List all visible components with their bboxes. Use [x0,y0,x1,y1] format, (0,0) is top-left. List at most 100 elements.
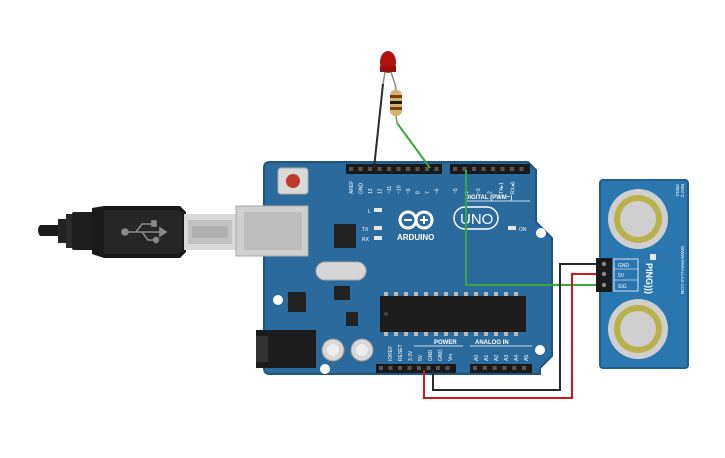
crystal-oscillator [315,261,367,281]
digital-pin-label: RX◂0 [511,182,517,194]
header-pin[interactable] [492,366,497,370]
sensor-url-label: WWW.PARALLAX.COM [680,246,685,295]
header-pin[interactable] [398,366,402,370]
digital-pin-label: ~10 [397,185,403,194]
sensor-pin-gnd: GND [618,263,630,269]
header-pin[interactable] [358,167,363,171]
analog-header[interactable] [470,364,532,373]
analog-pin-label: A5 [524,355,530,361]
mounting-hole [536,228,546,238]
header-pin[interactable] [522,366,526,370]
transducer-top [608,189,668,249]
header-pin[interactable] [473,366,477,370]
digital-header[interactable] [346,164,530,174]
header-pin[interactable] [519,167,524,171]
header-pin[interactable] [387,167,391,171]
digital-pin-label: ~5 [453,188,459,194]
led-signal-wire[interactable] [396,122,431,169]
digital-pin-label: 4 [465,191,471,194]
red-led[interactable] [380,51,396,85]
digital-pin-label: 8 [416,191,422,194]
sensor-name-label: PING))) [644,263,654,294]
mounting-hole [535,345,545,355]
sensor-pin-5v: 5V [618,273,625,279]
digital-pin-label: 12 [378,188,384,194]
header-pin[interactable] [500,167,505,171]
5v-wire[interactable] [423,273,606,399]
usb-chip [334,224,356,248]
header-pin[interactable] [379,366,383,370]
header-pin[interactable] [510,167,514,171]
digital-pin-label: ~3 [476,188,482,194]
led-ground-wire[interactable] [373,83,384,169]
power-jack[interactable] [256,330,316,368]
brand-label: ARDUINO [397,233,434,242]
header-pin[interactable] [377,167,382,171]
digital-pin-label: ~9 [406,188,412,194]
sensor-led [650,254,656,260]
usb-cable[interactable] [38,206,236,258]
small-chip [346,312,358,326]
reset-button[interactable] [277,167,309,195]
sensor-rev-label: REV C [680,184,685,199]
led-rx [374,236,382,240]
header-pin[interactable] [407,366,412,370]
atmega-microcontroller [380,292,526,336]
header-pin[interactable] [426,366,431,370]
header-pin[interactable] [502,366,507,370]
header-pin[interactable] [462,167,467,171]
header-pin[interactable] [406,167,410,171]
power-pin-label: 3.3V [408,350,414,361]
power-pin-label: GND [428,350,434,362]
header-pin[interactable] [445,366,450,370]
transducer-bottom [608,299,668,359]
header-pin[interactable] [481,167,486,171]
model-label: UNO [460,211,493,228]
header-pin[interactable] [453,167,457,171]
header-pin[interactable] [436,366,440,370]
led-tx [374,226,382,230]
led-l-label: L [368,209,371,215]
mounting-hole [320,364,330,374]
header-pin[interactable] [415,167,420,171]
header-pin[interactable] [425,167,429,171]
analog-pin-label: A3 [504,355,510,361]
digital-pin-label: AREF [349,181,355,194]
sensor-model-label: 28015 [675,184,680,197]
digital-pin-label: ~11 [387,186,393,194]
power-label: POWER [434,340,457,346]
header-pin[interactable] [388,366,393,370]
header-pin[interactable] [512,366,517,370]
header-pin[interactable] [491,167,495,171]
digital-pin-label: 13 [368,188,374,194]
power-pin-label: IOREF [388,346,394,361]
power-pin-label: Vin [448,354,454,361]
led-tx-label: TX [362,227,369,233]
header-pin[interactable] [482,366,487,370]
digital-pin-label: TX▸1 [499,182,505,194]
voltage-regulator [288,292,306,312]
resistor[interactable] [390,83,402,124]
analog-in-label: ANALOG IN [475,340,509,346]
analog-pin-label: A1 [484,355,490,361]
header-pin[interactable] [434,167,439,171]
header-pin[interactable] [349,167,353,171]
header-pin[interactable] [417,366,421,370]
digital-pin-label: 7 [425,191,431,194]
led-on [508,226,516,230]
gnd-wire[interactable] [432,263,606,391]
digital-pin-label: GND [359,183,365,195]
power-header[interactable] [376,364,456,373]
header-pin[interactable] [396,167,401,171]
digital-pin-label: 2 [488,191,494,194]
digital-pin-label: ~6 [435,188,441,194]
header-pin[interactable] [368,167,372,171]
ping-ultrasonic-sensor[interactable]: GND 5V SIG PING))) 28015 REV C WWW.PARAL… [596,179,689,369]
header-pin[interactable] [472,167,476,171]
analog-pin-label: A4 [514,355,520,361]
